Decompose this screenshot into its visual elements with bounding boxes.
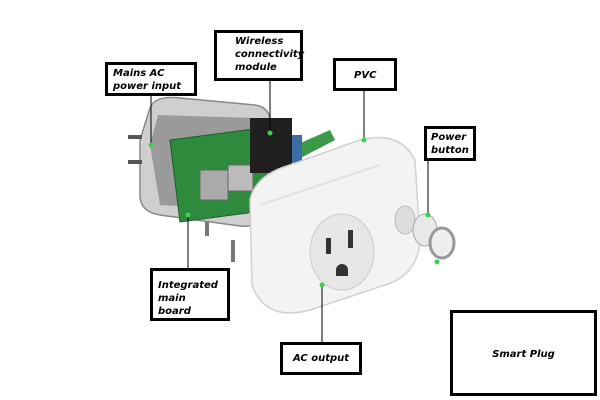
label-text: PVC [354, 70, 377, 81]
label-ac-output: AC output [280, 342, 362, 375]
label-text: Wireless connectivity module [235, 36, 305, 73]
prongs [128, 135, 142, 164]
label-mains-ac-power-input: Mains AC power input [105, 62, 197, 96]
anchor-dots [148, 130, 440, 288]
title-box-smart-plug: Smart Plug [450, 310, 597, 396]
label-pvc: PVC [333, 58, 397, 91]
label-integrated-main-board: Integrated main board [150, 268, 230, 321]
wireless-module [250, 118, 302, 173]
label-text: Power button [431, 132, 469, 156]
title-text: Smart Plug [492, 349, 555, 360]
label-power-button: Power button [424, 126, 476, 161]
label-text: AC output [293, 353, 350, 364]
label-text: Integrated main board [158, 280, 218, 317]
leader-lines [150, 80, 429, 342]
power-button-part [412, 213, 456, 260]
label-wireless-module: Wireless connectivity module [214, 30, 305, 81]
label-text: Mains AC power input [113, 68, 182, 92]
screws [205, 222, 235, 262]
